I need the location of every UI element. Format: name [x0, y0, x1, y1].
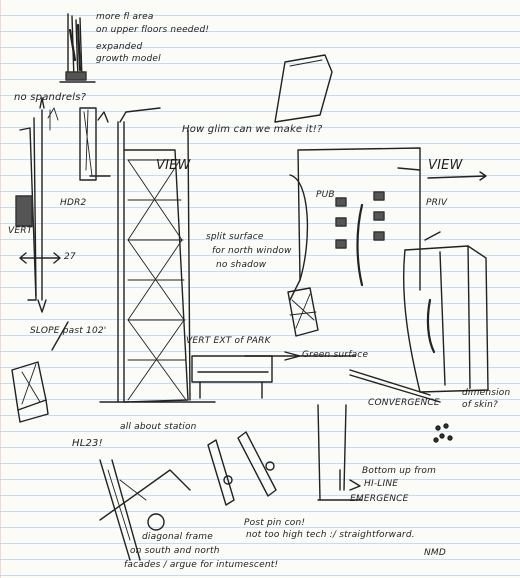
note-how-glim: How glim can we make it!?	[182, 124, 323, 135]
slope-model-sketch	[11, 321, 69, 423]
note-post-pin: Post pin con!	[244, 518, 306, 528]
note-all-about-station: all about station	[120, 422, 197, 432]
note-upper-floors: on upper floors needed!	[96, 25, 210, 35]
view-arrow	[427, 171, 487, 181]
note-dimension: dimension	[462, 388, 511, 398]
note-growth-model: growth model	[96, 54, 161, 64]
small-tower-model	[287, 287, 319, 337]
label-hdr2: HDR2	[60, 198, 87, 208]
left-elevation-sketch	[15, 107, 111, 301]
note-no-spandrels: no spandrels?	[14, 92, 87, 103]
label-27: 27	[64, 252, 76, 262]
note-split-surface: split surface	[206, 232, 264, 242]
label-pub: PUB	[316, 190, 335, 200]
left-arrows	[37, 97, 47, 313]
note-diagonal-frame: diagonal frame	[142, 532, 214, 542]
note-hi-line: HI-LINE	[364, 479, 399, 489]
label-vert: VERT	[8, 226, 33, 236]
center-plan-sketch	[289, 147, 421, 301]
note-on-south-north: on south and north	[130, 546, 220, 556]
dot-cluster	[433, 423, 453, 443]
note-no-shadow: no shadow	[216, 260, 267, 270]
note-vert-ext-park: VERT EXT of PARK	[186, 336, 271, 346]
label-view-left: VIEW	[156, 158, 191, 173]
growth-model-sketch	[59, 13, 96, 83]
diagonal-frame-sketch	[99, 459, 191, 561]
note-of-skin: of skin?	[462, 400, 499, 410]
note-not-too-high-tech: not too high tech :/ straightforward.	[246, 530, 415, 540]
note-for-north-window: for north window	[212, 246, 292, 256]
note-bottom-up: Bottom up from	[362, 466, 437, 476]
note-expanded: expanded	[96, 42, 143, 52]
note-facades: facades / argue for intumescent!	[124, 560, 279, 570]
tall-tower-sketch	[99, 107, 216, 403]
emergence-sketch	[317, 404, 363, 501]
signature-initials: NMD	[424, 548, 447, 558]
note-convergence: CONVERGENCE	[368, 398, 440, 408]
right-building-sketch	[349, 231, 489, 403]
label-view-right: VIEW	[428, 158, 463, 173]
label-priv: PRIV	[426, 198, 448, 208]
note-green-surface: Green surface	[302, 350, 369, 360]
parallelogram-sketch	[274, 54, 333, 123]
note-more-floor-area: more fl area	[96, 12, 154, 22]
label-hl23: HL23!	[72, 438, 103, 449]
park-extension-sketch	[191, 351, 356, 399]
pin-connection-sketches	[207, 431, 277, 506]
note-slope-past: SLOPE past 102'	[30, 326, 107, 336]
note-emergence: EMERGENCE	[350, 494, 409, 504]
